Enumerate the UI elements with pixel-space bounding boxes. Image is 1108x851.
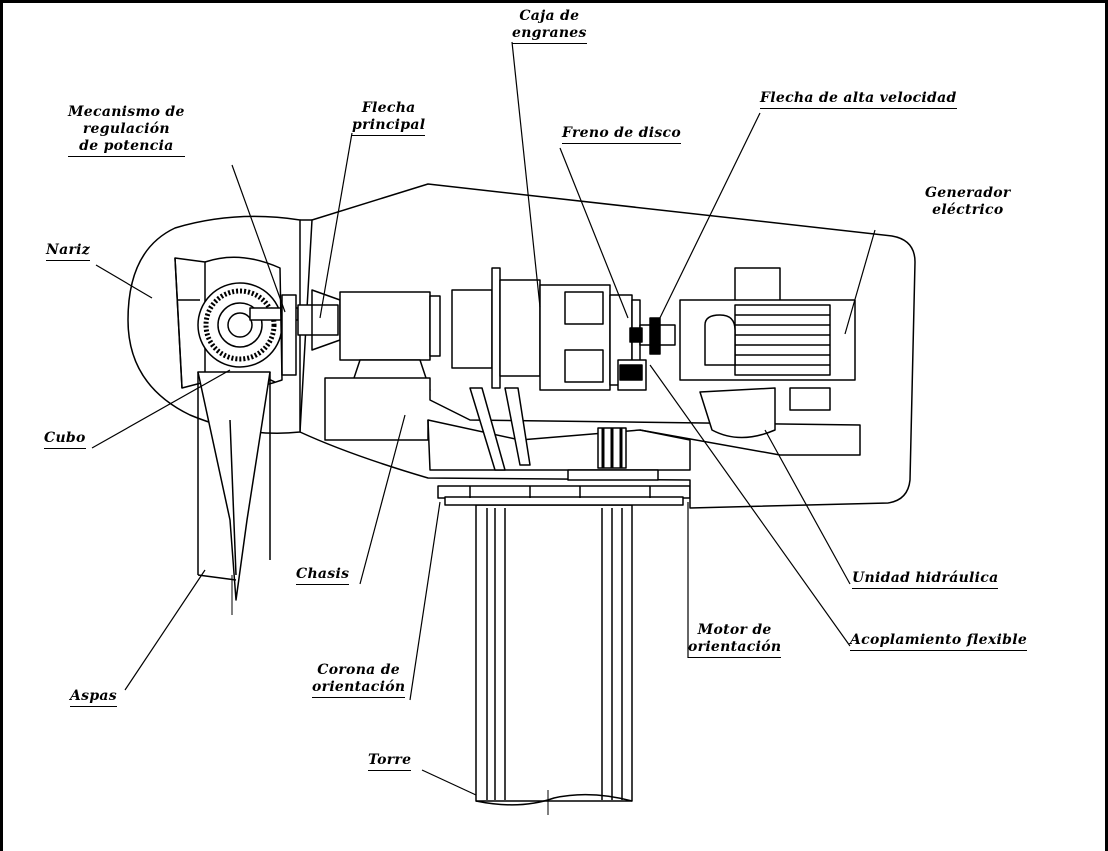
label-aspas: Aspas <box>70 688 117 707</box>
label-freno-disco: Freno de disco <box>562 125 681 144</box>
label-unidad-hidraulica: Unidad hidráulica <box>852 570 999 589</box>
label-motor-orientacion: Motor de orientación <box>688 622 782 658</box>
label-cubo: Cubo <box>44 430 86 449</box>
label-torre: Torre <box>368 752 412 771</box>
label-acoplamiento-flexible: Acoplamiento flexible <box>850 632 1028 651</box>
yaw-motor <box>567 427 659 481</box>
label-generador: Generador eléctrico <box>925 185 1011 218</box>
high-speed-shaft <box>619 317 676 381</box>
gearbox <box>339 267 633 391</box>
blades <box>197 371 271 615</box>
tower <box>475 504 633 815</box>
label-chasis: Chasis <box>296 566 350 585</box>
label-flecha-alta-velocidad: Flecha de alta velocidad <box>760 90 957 109</box>
label-corona-orientacion: Corona de orientación <box>312 662 406 698</box>
leader-lines <box>91 41 876 796</box>
label-mecanismo: Mecanismo de regulación de potencia <box>68 104 185 157</box>
yaw-ring <box>437 485 691 506</box>
label-nariz: Nariz <box>46 242 91 261</box>
label-flecha-principal: Flecha principal <box>352 100 426 136</box>
generator <box>679 267 856 411</box>
hydraulic-unit <box>699 387 776 439</box>
label-caja-engranes: Caja de engranes <box>512 8 587 44</box>
